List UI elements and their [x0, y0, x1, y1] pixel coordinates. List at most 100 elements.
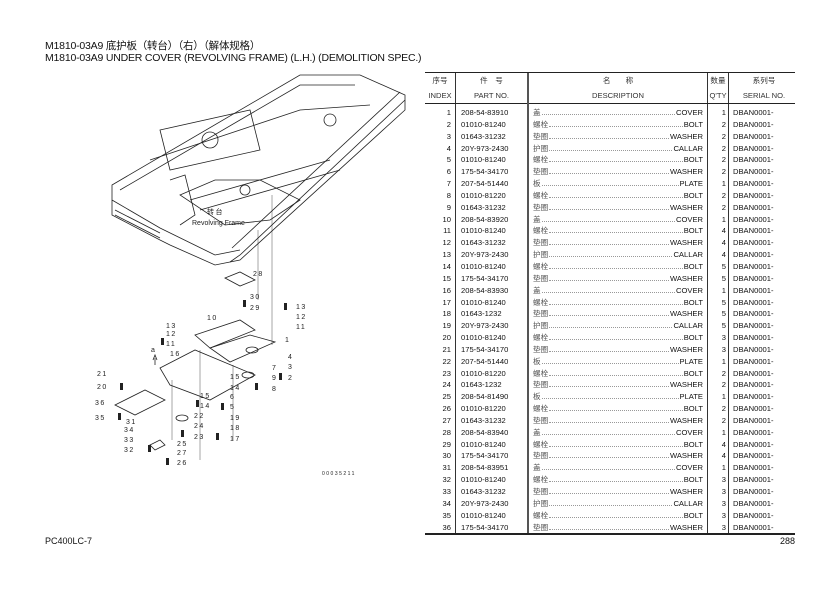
row-part-no: 01010-81240: [455, 225, 529, 238]
description-zh: 垫圈: [533, 131, 549, 141]
row-qty: 1: [707, 284, 729, 297]
callout: 16: [170, 351, 181, 358]
exploded-parts-diagram: 转台 Revolving Frame a 00035211 28 30 29 1…: [95, 74, 406, 477]
leader-dots: [541, 462, 675, 471]
description-en: BOLT: [683, 404, 703, 414]
row-index: 11: [425, 225, 456, 238]
description-en: CALLAR: [673, 250, 703, 260]
description-en: WASHER: [669, 131, 703, 141]
row-index: 20: [425, 332, 456, 344]
row-serial-no: DBAN0001-: [733, 155, 774, 165]
description-en: COVER: [675, 463, 703, 473]
row-serial-no: DBAN0001-: [733, 297, 774, 307]
description-zh: 板: [533, 392, 541, 402]
row-qty: 3: [707, 332, 729, 344]
leader-dots: [541, 214, 675, 222]
callout: 11: [166, 341, 176, 348]
row-qty: 3: [707, 521, 729, 534]
row-part-no: 175-54-34170: [455, 450, 529, 463]
header-serial-zh: 系列号: [752, 76, 776, 85]
description-zh: 螺栓: [533, 226, 549, 236]
row-qty: 1: [707, 426, 729, 439]
row-index: 3: [425, 130, 456, 143]
description-zh: 盖: [533, 285, 541, 295]
row-part-no: 208-54-83920: [455, 213, 529, 226]
row-index: 14: [425, 260, 456, 273]
row-qty: 2: [707, 118, 729, 131]
revolving-frame-drawing: [111, 74, 406, 266]
description-en: WASHER: [669, 273, 703, 283]
row-index: 22: [425, 355, 456, 368]
callout: 13: [296, 304, 307, 311]
row-index: 15: [425, 272, 456, 285]
row-qty: 2: [707, 166, 729, 179]
callout: 34: [124, 427, 135, 434]
callout: 14: [200, 403, 211, 410]
leader-dots: [541, 178, 679, 187]
header-index: INDEX: [425, 88, 456, 104]
leader-dots: [549, 415, 669, 423]
description-zh: 板: [533, 179, 541, 189]
parts-list-table: 序号 件 号 名 称 数量 系列号 INDEX PART NO. DESCRIP…: [425, 72, 795, 536]
row-serial-no: DBAN0001-: [733, 510, 774, 520]
leader-dots: [541, 391, 679, 400]
header-qty: Q'TY: [707, 88, 729, 104]
description-zh: 板: [533, 356, 541, 366]
title-chinese: M1810-03A9 底护板（转台）（右）（解体规格）: [45, 40, 261, 52]
description-zh: 螺栓: [533, 297, 549, 307]
leader-dots: [549, 154, 683, 163]
row-serial-no: DBAN0001-: [733, 143, 774, 153]
leader-dots: [549, 332, 683, 341]
callout-labels: 28 30 29 13 12 11 10 13 12 11 1 16 4 3 2…: [95, 271, 307, 467]
view-arrow-label: a: [151, 347, 156, 354]
row-serial-no: DBAN0001-: [733, 333, 774, 343]
callout: 12: [166, 331, 177, 338]
description-en: BOLT: [683, 510, 703, 520]
row-part-no: 01010-81240: [455, 474, 529, 486]
leader-dots: [549, 486, 669, 494]
row-qty: 5: [707, 260, 729, 273]
leader-dots: [541, 285, 675, 293]
row-serial-no: DBAN0001-: [733, 498, 774, 508]
row-part-no: 01010-81240: [455, 332, 529, 344]
callout: 17: [230, 436, 241, 443]
description-en: BOLT: [683, 333, 703, 343]
row-index: 5: [425, 154, 456, 167]
callout: 35: [95, 415, 106, 422]
leader-dots: [549, 202, 669, 210]
row-index: 35: [425, 509, 456, 522]
row-part-no: 175-54-34170: [455, 272, 529, 285]
callout: 21: [97, 371, 108, 378]
description-zh: 螺栓: [533, 119, 549, 129]
description-zh: 垫圈: [533, 167, 549, 177]
description-zh: 垫圈: [533, 309, 549, 319]
leader-dots: [549, 450, 669, 459]
description-en: BOLT: [683, 155, 703, 165]
